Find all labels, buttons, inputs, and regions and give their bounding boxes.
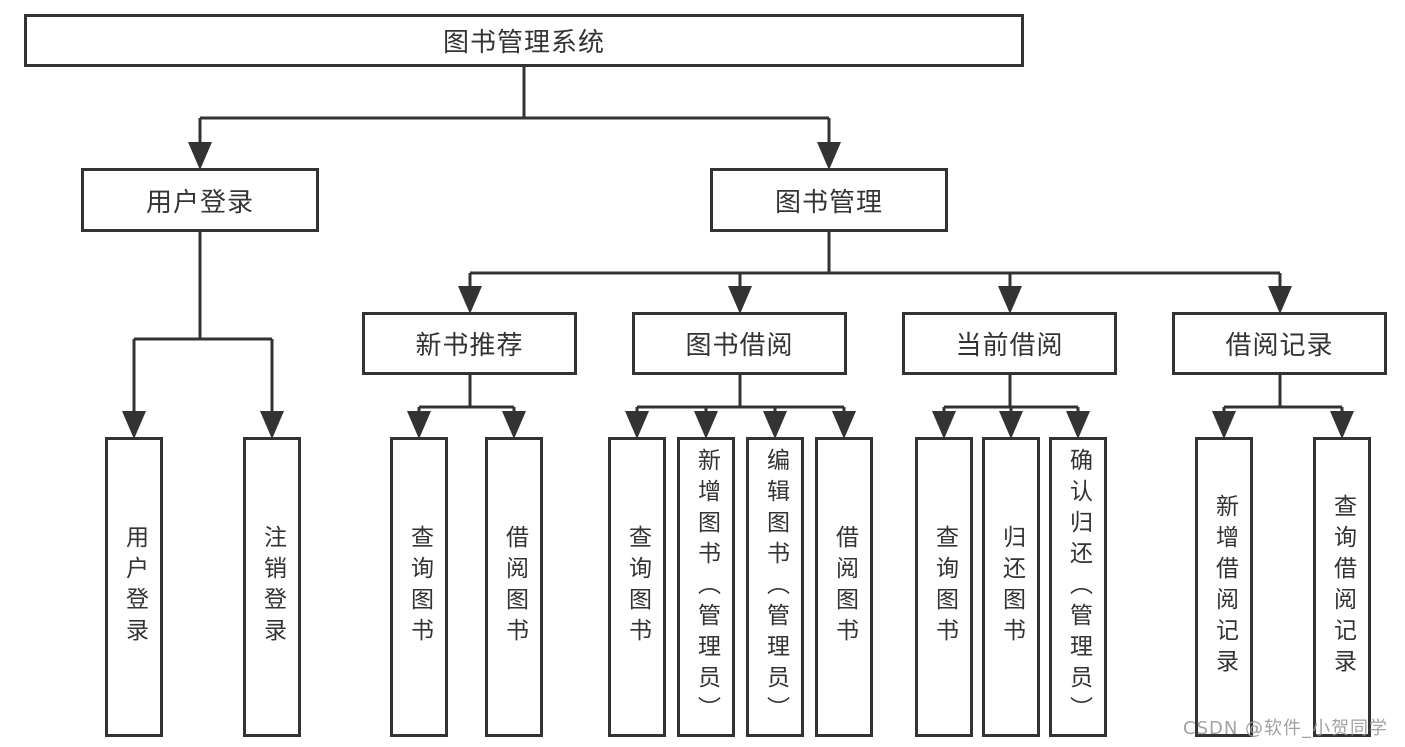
node-root-label: 图书管理系统 — [442, 28, 605, 58]
node-book-mgmt: 图书管理 — [710, 168, 948, 232]
edge-new-books-to-leaves — [407, 375, 526, 439]
node-book-borrow: 图书借阅 — [632, 312, 847, 375]
edge-current-borrow-to-leaves — [932, 375, 1090, 439]
arrowhead-icon — [998, 286, 1022, 314]
leaf-bb-add-books: 新增图书（管理员） — [677, 437, 735, 737]
leaf-bb-add-books-label: 新增图书（管理员） — [693, 447, 720, 727]
leaf-cb-return-books-label: 归还图书 — [998, 525, 1025, 649]
node-user-login-label: 用户登录 — [145, 187, 254, 218]
arrowhead-icon — [1066, 411, 1090, 439]
leaf-nb-borrow-books-label: 借阅图书 — [501, 525, 528, 649]
arrowhead-icon — [832, 411, 856, 439]
leaf-br-add-record-label: 新增借阅记录 — [1211, 494, 1238, 680]
node-book-borrow-label: 图书借阅 — [685, 331, 794, 361]
node-current-borrow: 当前借阅 — [902, 312, 1117, 375]
arrowhead-icon — [932, 411, 956, 439]
arrowhead-icon — [1330, 411, 1354, 439]
node-current-borrow-label: 当前借阅 — [955, 331, 1064, 361]
leaf-cb-query-books-label: 查询图书 — [931, 525, 958, 649]
leaf-cb-confirm-return: 确认归还（管理员） — [1049, 437, 1107, 737]
arrowhead-icon — [260, 411, 284, 439]
arrowhead-icon — [407, 411, 431, 439]
node-book-mgmt-label: 图书管理 — [774, 187, 883, 218]
edge-user-login-to-leaves — [122, 232, 284, 439]
arrowhead-icon — [122, 411, 146, 439]
node-new-books: 新书推荐 — [362, 312, 577, 375]
leaf-br-query-record: 查询借阅记录 — [1313, 437, 1371, 737]
node-new-books-label: 新书推荐 — [415, 331, 524, 361]
csdn-watermark: CSDN @软件_小贺同学 — [1183, 718, 1389, 739]
leaf-user-login-label: 用户登录 — [121, 525, 148, 649]
leaf-logout: 注销登录 — [243, 437, 301, 737]
leaf-br-add-record: 新增借阅记录 — [1195, 437, 1253, 737]
arrowhead-icon — [728, 286, 752, 314]
arrowhead-icon — [999, 411, 1023, 439]
leaf-user-login: 用户登录 — [105, 437, 163, 737]
node-user-login: 用户登录 — [81, 168, 319, 232]
leaf-br-query-record-label: 查询借阅记录 — [1329, 494, 1356, 680]
arrowhead-icon — [625, 411, 649, 439]
leaf-bb-borrow-books: 借阅图书 — [815, 437, 873, 737]
leaf-bb-borrow-books-label: 借阅图书 — [831, 525, 858, 649]
leaf-bb-query-books: 查询图书 — [608, 437, 666, 737]
leaf-bb-query-books-label: 查询图书 — [624, 525, 651, 649]
leaf-nb-query-books-label: 查询图书 — [406, 525, 433, 649]
leaf-cb-confirm-return-label: 确认归还（管理员） — [1065, 447, 1092, 727]
arrowhead-icon — [502, 411, 526, 439]
leaf-nb-borrow-books: 借阅图书 — [485, 437, 543, 737]
edge-book-borrow-to-leaves — [625, 375, 856, 439]
node-borrow-records: 借阅记录 — [1172, 312, 1387, 375]
leaf-bb-edit-books: 编辑图书（管理员） — [746, 437, 804, 737]
arrowhead-icon — [817, 142, 841, 170]
edge-book-mgmt-to-level3 — [458, 232, 1292, 314]
leaf-logout-label: 注销登录 — [259, 525, 286, 649]
node-borrow-records-label: 借阅记录 — [1225, 331, 1334, 361]
leaf-nb-query-books: 查询图书 — [390, 437, 448, 737]
leaf-cb-query-books: 查询图书 — [915, 437, 973, 737]
arrowhead-icon — [1268, 286, 1292, 314]
edge-root-to-level2 — [188, 66, 841, 170]
arrowhead-icon — [458, 286, 482, 314]
arrowhead-icon — [763, 411, 787, 439]
edge-borrow-records-to-leaves — [1212, 375, 1354, 439]
arrowhead-icon — [1212, 411, 1236, 439]
leaf-bb-edit-books-label: 编辑图书（管理员） — [762, 447, 789, 727]
arrowhead-icon — [694, 411, 718, 439]
leaf-cb-return-books: 归还图书 — [982, 437, 1040, 737]
arrowhead-icon — [188, 142, 212, 170]
node-root: 图书管理系统 — [24, 14, 1024, 67]
